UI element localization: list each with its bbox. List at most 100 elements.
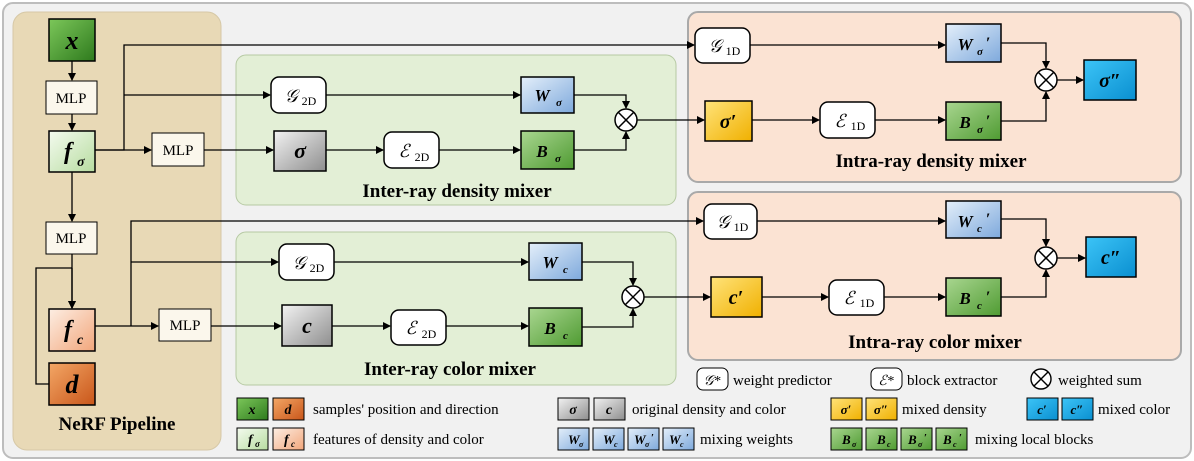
g1d-node-color xyxy=(703,203,758,240)
e-symbol: ℰ xyxy=(844,288,857,308)
b-sub: c xyxy=(977,300,982,312)
inter-density-title: Inter-ray density mixer xyxy=(362,181,552,202)
legend-f-c-swatch xyxy=(272,427,305,451)
g2d-node-color xyxy=(278,243,335,281)
e2d-node-color xyxy=(390,309,447,346)
w-sub: σ xyxy=(977,46,984,58)
b-prime: ′ xyxy=(986,289,991,306)
legend-c-swatch xyxy=(593,397,626,421)
mlp-box-sigma xyxy=(151,132,205,167)
e-sub: 2D xyxy=(415,150,430,164)
legend-samples: samples' position and direction xyxy=(313,402,499,418)
legend-w-prime: ′ xyxy=(686,432,689,444)
c-dprime-node xyxy=(1085,236,1137,278)
w-sub: σ xyxy=(556,97,563,109)
mlp-label-c: MLP xyxy=(170,318,201,334)
legend-b-sub: c xyxy=(887,440,891,449)
e-symbol: ℰ xyxy=(835,111,848,131)
legend-w-c-prime-swatch xyxy=(662,427,695,451)
f-c-label: f xyxy=(64,317,74,343)
b-letter: B xyxy=(958,289,970,308)
g1d-node-density xyxy=(694,27,751,64)
legend-b-c-prime-swatch xyxy=(935,427,968,451)
e-sub: 2D xyxy=(422,327,437,341)
mlp-label-2: MLP xyxy=(56,231,87,247)
legend-b-sub: c xyxy=(953,440,957,449)
legend-sigma: σ xyxy=(569,403,577,418)
intra-ray-density-panel xyxy=(687,11,1182,183)
legend-b-prime: ′ xyxy=(924,432,927,444)
sigma-label: σ xyxy=(294,138,307,163)
mlp-box-2 xyxy=(45,221,98,255)
legend-g-star: 𝒢* xyxy=(704,374,721,389)
b-sub: σ xyxy=(977,124,984,136)
weighted-sum-density-intra xyxy=(1034,68,1058,92)
c-dprime-label: c″ xyxy=(1101,247,1121,269)
legend-f-sigma-swatch xyxy=(236,427,269,451)
w-sub: c xyxy=(563,264,568,276)
legend-mixing-blocks: mixing local blocks xyxy=(975,432,1093,448)
legend-w-sub: c xyxy=(614,440,618,449)
c-prime-node xyxy=(710,276,763,318)
b-c-prime-node xyxy=(945,277,1002,317)
legend-mixed-color: mixed color xyxy=(1098,402,1170,418)
g-symbol: 𝒢 xyxy=(293,253,309,273)
b-c-node xyxy=(528,307,583,347)
b-prime: ′ xyxy=(986,113,991,130)
mlp-label-1: MLP xyxy=(56,91,87,107)
legend-weighted-sum-icon xyxy=(1030,368,1052,390)
nerf-pipeline-title: NeRF Pipeline xyxy=(59,414,176,435)
weighted-sum-color-inter xyxy=(621,285,645,309)
legend-e-star: ℰ* xyxy=(878,374,893,389)
sigma-prime-label: σ′ xyxy=(720,111,736,133)
legend-f-sigma-sub: σ xyxy=(255,439,261,449)
inter-color-title: Inter-ray color mixer xyxy=(364,359,537,380)
w-letter: W xyxy=(542,253,559,272)
legend-w-sub: σ xyxy=(645,440,650,449)
e-sub: 1D xyxy=(860,296,875,310)
legend-f-c-sub: c xyxy=(291,439,295,449)
sigma-prime-node xyxy=(704,100,753,142)
b-letter: B xyxy=(535,142,547,161)
f-sigma-label: f xyxy=(64,139,74,165)
legend-w-letter: W xyxy=(634,432,647,447)
legend-b-sub: σ xyxy=(852,440,857,449)
mlp-box-c xyxy=(158,308,212,342)
b-sub: σ xyxy=(555,153,562,165)
legend-d: d xyxy=(285,403,293,418)
legend-weighted-sum: weighted sum xyxy=(1058,373,1142,389)
legend-c-prime-swatch xyxy=(1026,397,1059,421)
legend-c: c xyxy=(606,403,613,418)
legend-b-prime: ′ xyxy=(959,432,962,444)
legend-w-letter: W xyxy=(603,432,616,447)
legend-sigma-dprime-swatch xyxy=(865,397,898,421)
weighted-sum-density-inter xyxy=(614,108,638,132)
legend-c-dprime-swatch xyxy=(1061,397,1094,421)
legend-x-swatch xyxy=(236,397,269,421)
x-node xyxy=(48,18,96,62)
g-sub: 1D xyxy=(734,220,749,234)
g-sub: 2D xyxy=(302,94,317,108)
legend-d-swatch xyxy=(272,397,305,421)
legend-b-sub: σ xyxy=(918,440,923,449)
w-prime: ′ xyxy=(986,35,991,52)
legend-mixing-weights: mixing weights xyxy=(700,432,793,448)
legend: 𝒢* weight predictor ℰ* block extractor w… xyxy=(236,367,1170,451)
legend-f-c: f xyxy=(284,433,290,448)
sigma-dprime-node xyxy=(1083,59,1137,101)
g-symbol: 𝒢 xyxy=(709,36,725,56)
legend-block-extractor: block extractor xyxy=(907,373,997,389)
legend-sigma-dprime: σ″ xyxy=(874,402,888,417)
legend-b-sigma-prime-swatch xyxy=(900,427,933,451)
w-letter: W xyxy=(957,212,974,231)
e1d-node-color xyxy=(828,279,885,316)
w-sigma-prime-node xyxy=(945,23,1002,63)
legend-c-prime: c′ xyxy=(1037,402,1047,417)
f-c-sub: c xyxy=(77,333,84,348)
legend-w-sigma-swatch xyxy=(557,427,590,451)
b-sigma-node xyxy=(520,130,575,170)
legend-w-sub: c xyxy=(680,440,684,449)
intra-density-title: Intra-ray density mixer xyxy=(835,151,1027,172)
